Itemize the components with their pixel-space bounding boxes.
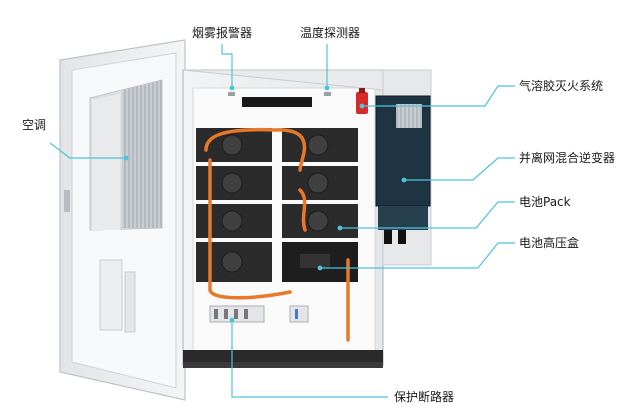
callout-inverter xyxy=(404,157,515,181)
callout-breaker xyxy=(231,320,388,398)
label-temperature-detector: 温度探测器 xyxy=(300,26,361,40)
battery-hv-box-unit xyxy=(282,242,358,282)
callout-aerosol xyxy=(362,85,515,107)
label-air-conditioner: 空调 xyxy=(22,118,47,132)
power-cables xyxy=(204,127,350,342)
callout-hvbox xyxy=(320,242,515,269)
label-battery-hv-box: 电池高压盒 xyxy=(519,236,580,250)
callout-lines xyxy=(49,44,515,398)
callout-smoke xyxy=(221,44,233,88)
top-compartment xyxy=(228,92,331,107)
callout-aircon xyxy=(49,142,126,159)
label-protection-breaker: 保护断路器 xyxy=(394,390,455,404)
callout-pack xyxy=(340,201,515,229)
label-aerosol-fire-system: 气溶胶灭火系统 xyxy=(519,79,604,93)
label-hybrid-inverter: 并离网混合逆变器 xyxy=(519,151,616,165)
label-battery-pack: 电池Pack xyxy=(519,195,571,209)
aerosol-extinguisher xyxy=(356,88,368,114)
battery-module xyxy=(282,166,358,200)
battery-module xyxy=(282,204,358,238)
hybrid-inverter-unit xyxy=(375,95,431,244)
cabinet-door xyxy=(59,39,186,401)
battery-module xyxy=(196,166,272,200)
callout-dots xyxy=(123,85,407,323)
circuit-breakers xyxy=(209,305,309,323)
battery-module xyxy=(196,204,272,238)
label-smoke-detector: 烟雾报警器 xyxy=(192,26,253,40)
battery-module xyxy=(196,242,272,282)
